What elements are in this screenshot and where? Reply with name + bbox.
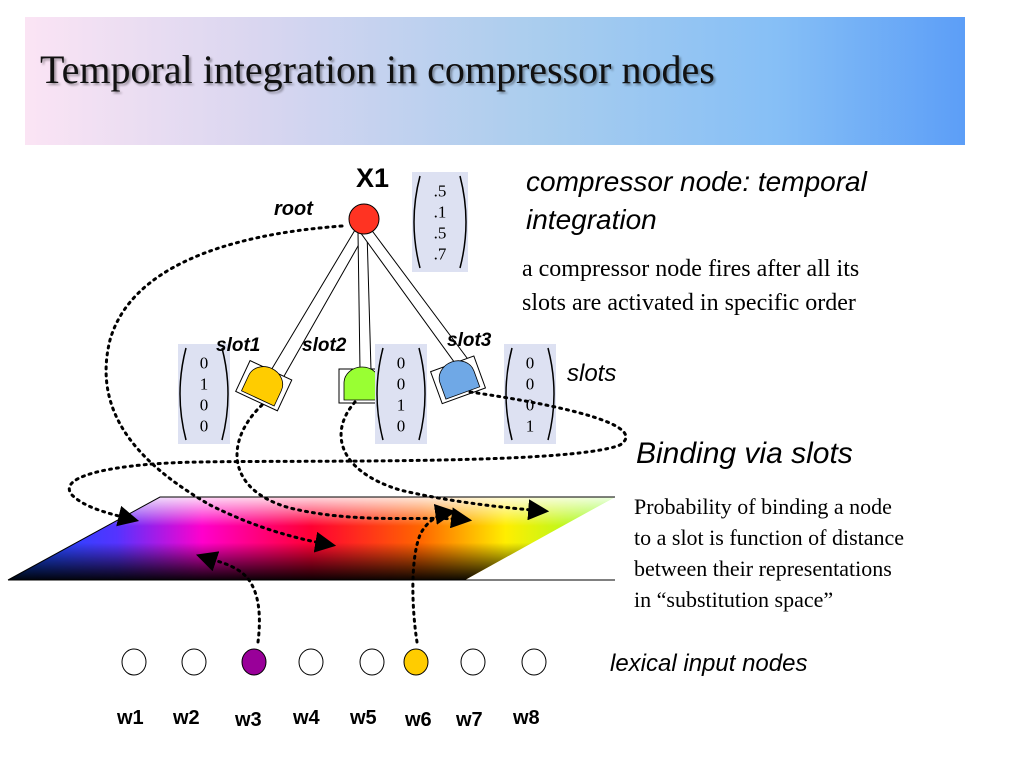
binding-heading: Binding via slots: [636, 437, 853, 470]
root-vector-matrix: .5 .1 .5 .7: [412, 172, 468, 272]
matrix-bracket-right: [221, 347, 229, 441]
title-banner: [25, 17, 965, 145]
compressor-heading-line2: integration: [526, 204, 657, 235]
lexical-input-label: lexical input nodes: [610, 650, 808, 677]
slot3-to-space-arrow: [68, 390, 628, 527]
input-label-w3: w3: [235, 709, 262, 731]
input-node-w5: [359, 648, 385, 676]
slide-title: Temporal integration in compressor nodes: [40, 47, 715, 92]
matrix-value: 0: [397, 417, 406, 436]
w3-to-space-arrow: [196, 551, 261, 644]
w6-to-space-arrow: [411, 503, 457, 644]
matrix-value: 0: [200, 396, 209, 415]
compressor-desc-line1: a compressor node fires after all its: [522, 256, 860, 282]
matrix-value: .1: [434, 203, 447, 222]
slot1-node: [235, 359, 293, 412]
matrix-value: 0: [397, 375, 406, 394]
compressor-desc-line2: slots are activated in specific order: [522, 290, 856, 316]
input-label-w1: w1: [117, 707, 144, 729]
slot1-to-space-arrow: [235, 403, 473, 529]
binding-desc-line4: in “substitution space”: [634, 587, 834, 612]
input-node-w2: [181, 648, 207, 676]
matrix-value: 0: [526, 354, 535, 373]
input-label-w7: w7: [456, 709, 483, 731]
matrix-value: 1: [200, 375, 209, 394]
binding-arrows: [68, 224, 628, 644]
input-node-w1: [121, 648, 147, 676]
matrix-value: .5: [434, 182, 447, 201]
slot2-vector-matrix: 0 0 1 0: [375, 344, 427, 444]
matrix-bracket-left: [505, 347, 513, 441]
matrix-value: 1: [397, 396, 406, 415]
matrix-bracket-left: [179, 347, 187, 441]
input-label-w6: w6: [405, 709, 432, 731]
binding-desc-line1: Probability of binding a node: [634, 494, 892, 519]
slot1-vector-matrix: 0 1 0 0: [178, 344, 230, 444]
input-node-w3: [241, 648, 267, 676]
matrix-bracket-right: [459, 175, 467, 269]
slot1-label: slot1: [216, 335, 261, 356]
slot2-label: slot2: [302, 335, 347, 356]
matrix-bracket-right: [418, 347, 426, 441]
input-node-w4: [298, 648, 324, 676]
slot3-label: slot3: [447, 330, 492, 351]
input-label-w2: w2: [173, 707, 200, 729]
root-node: [348, 203, 380, 235]
matrix-value: 0: [526, 396, 535, 415]
matrix-value: 0: [200, 417, 209, 436]
matrix-bracket-left: [376, 347, 384, 441]
slot3-node: [429, 355, 487, 405]
matrix-value: .5: [434, 224, 447, 243]
matrix-value: 1: [526, 417, 535, 436]
binding-desc-line2: to a slot is function of distance: [634, 525, 905, 550]
input-label-w5: w5: [350, 707, 377, 729]
root-node-name: X1: [356, 163, 390, 193]
root-label: root: [274, 198, 313, 220]
matrix-value: 0: [397, 354, 406, 373]
slots-label: slots: [567, 360, 617, 387]
slot3-vector-matrix: 0 0 0 1: [504, 344, 556, 444]
input-label-w4: w4: [293, 707, 320, 729]
matrix-value: .7: [434, 245, 447, 264]
matrix-bracket-left: [413, 175, 421, 269]
matrix-value: 0: [526, 375, 535, 394]
input-node-w7: [460, 648, 486, 676]
input-label-w8: w8: [513, 707, 540, 729]
compressor-heading-line1: compressor node: temporal: [526, 166, 867, 197]
matrix-bracket-right: [547, 347, 555, 441]
input-node-w6: [403, 648, 429, 676]
binding-desc-line3: between their representations: [634, 556, 892, 581]
matrix-value: 0: [200, 354, 209, 373]
input-node-w8: [521, 648, 547, 676]
